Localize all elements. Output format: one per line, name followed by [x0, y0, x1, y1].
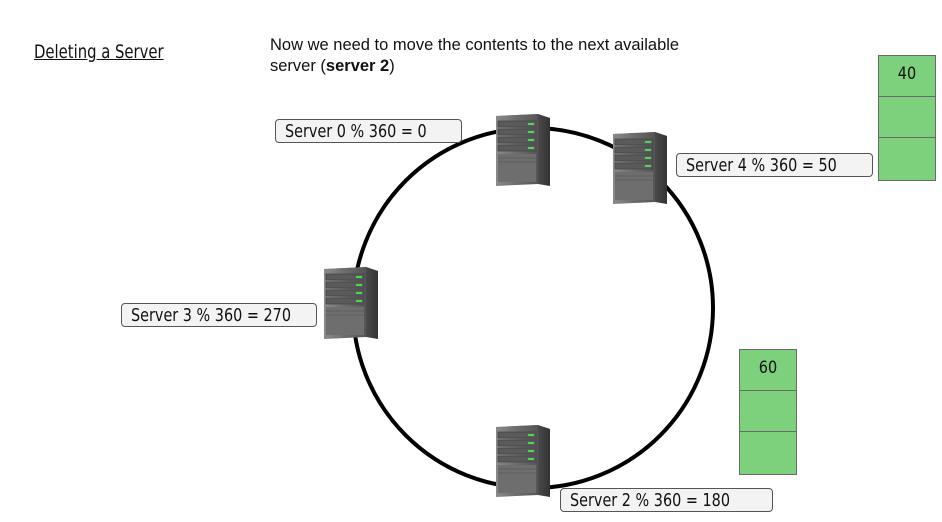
caption-text-after: ) — [389, 57, 395, 75]
bucket-cell — [879, 138, 935, 179]
server-0-icon — [495, 113, 551, 187]
bucket-cell-value: 40 — [897, 64, 917, 84]
server-3-label: Server 3 % 360 = 270 — [121, 303, 317, 327]
caption-text-bold: server 2 — [325, 57, 390, 75]
bucket-cell — [740, 432, 796, 473]
server-2-icon — [495, 424, 551, 498]
server-3-icon — [323, 266, 379, 340]
caption-text: Now we need to move the contents to the … — [270, 35, 700, 77]
bucket-cell-value: 60 — [758, 358, 778, 378]
server-2-label: Server 2 % 360 = 180 — [560, 488, 773, 512]
server-0-label: Server 0 % 360 = 0 — [275, 119, 462, 143]
server-4-label: Server 4 % 360 = 50 — [676, 153, 873, 177]
server-0-label-text: Server 0 % 360 = 0 — [285, 121, 427, 142]
server-3-label-text: Server 3 % 360 = 270 — [131, 305, 291, 326]
bucket-cell — [740, 391, 796, 432]
server-4-label-text: Server 4 % 360 = 50 — [686, 155, 837, 176]
bucket-server-2: 60 — [739, 349, 797, 475]
bucket-cell: 40 — [879, 56, 935, 97]
bucket-cell: 60 — [740, 350, 796, 391]
caption-text-before: Now we need to move the contents to the … — [270, 36, 680, 75]
bucket-cell — [879, 97, 935, 138]
slide-title: Deleting a Server — [34, 41, 164, 63]
server-4-icon — [612, 131, 668, 205]
server-2-label-text: Server 2 % 360 = 180 — [570, 490, 730, 511]
bucket-server-4: 40 — [878, 55, 936, 181]
